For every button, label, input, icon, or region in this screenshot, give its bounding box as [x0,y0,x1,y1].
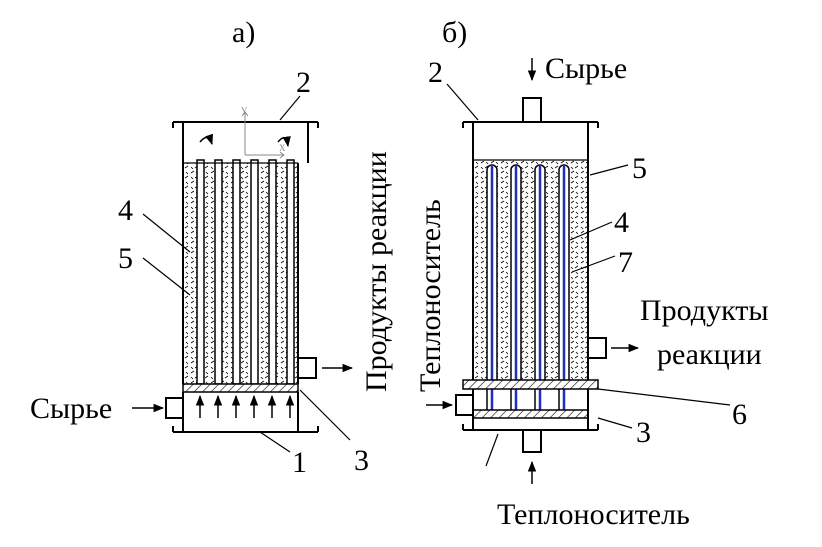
products-label-b-line2: реакции [657,338,762,371]
callout-1-a: 1 [292,446,307,479]
tube-a-6 [286,159,295,385]
tube-sheet-3-b [472,409,589,419]
callout-3-b: 3 [636,416,651,449]
axis-glyph-x: X [279,143,286,153]
coolant-bottom-nozzle-b [522,429,542,484]
callout-2-a: 2 [296,66,311,99]
product-nozzle-b [587,337,640,359]
products-label-b-line1: Продукты [640,294,769,327]
tube-a-5 [268,159,277,385]
feed-inlet-b [522,58,542,123]
leaders-b [446,83,731,467]
callout-4-a: 4 [118,194,133,227]
tube-sheet-a [182,383,299,393]
coolant-bottom-label-b: Теплоноситель [497,498,690,531]
shell-a [182,163,299,384]
callout-6-b: 6 [732,398,747,431]
callout-7-b: 7 [618,246,633,279]
caption-a: а) [232,16,255,49]
tube-a-4 [250,159,259,385]
axis-glyph-y: Y [241,106,248,116]
products-label-a: Продукты реакции [360,151,393,392]
catalyst-tubes-a [183,159,298,385]
tube-a-1 [196,159,205,385]
bottom-chamber-a [172,392,319,433]
tube-a-3 [232,159,241,385]
leaders-a [142,95,351,453]
top-cover-b [462,121,599,160]
callout-4-b: 4 [614,206,629,239]
coolant-side-label-b: Теплоноситель [414,199,447,392]
catalyst-tubes-b [473,159,588,418]
figure-a: а) Y X [30,16,393,479]
tube-a-2 [214,159,223,385]
product-nozzle-a [297,357,354,379]
caption-b: б) [442,16,467,49]
callout-5-b: 5 [632,152,647,185]
figure-b: б) Сырье [414,16,769,531]
feed-label-b: Сырье [545,52,627,85]
callout-2-b: 2 [428,56,443,89]
feed-label-a: Сырье [30,392,112,425]
callout-3-a: 3 [354,444,369,477]
up-flow-arrows-a [195,394,295,418]
flow-turn-arrows-a [199,133,291,148]
callout-5-a: 5 [118,242,133,275]
axis-glyph [241,111,285,159]
tube-sheet-6-b [462,379,599,390]
feed-nozzle-a [132,397,184,419]
coolant-side-nozzle-b [426,394,474,416]
